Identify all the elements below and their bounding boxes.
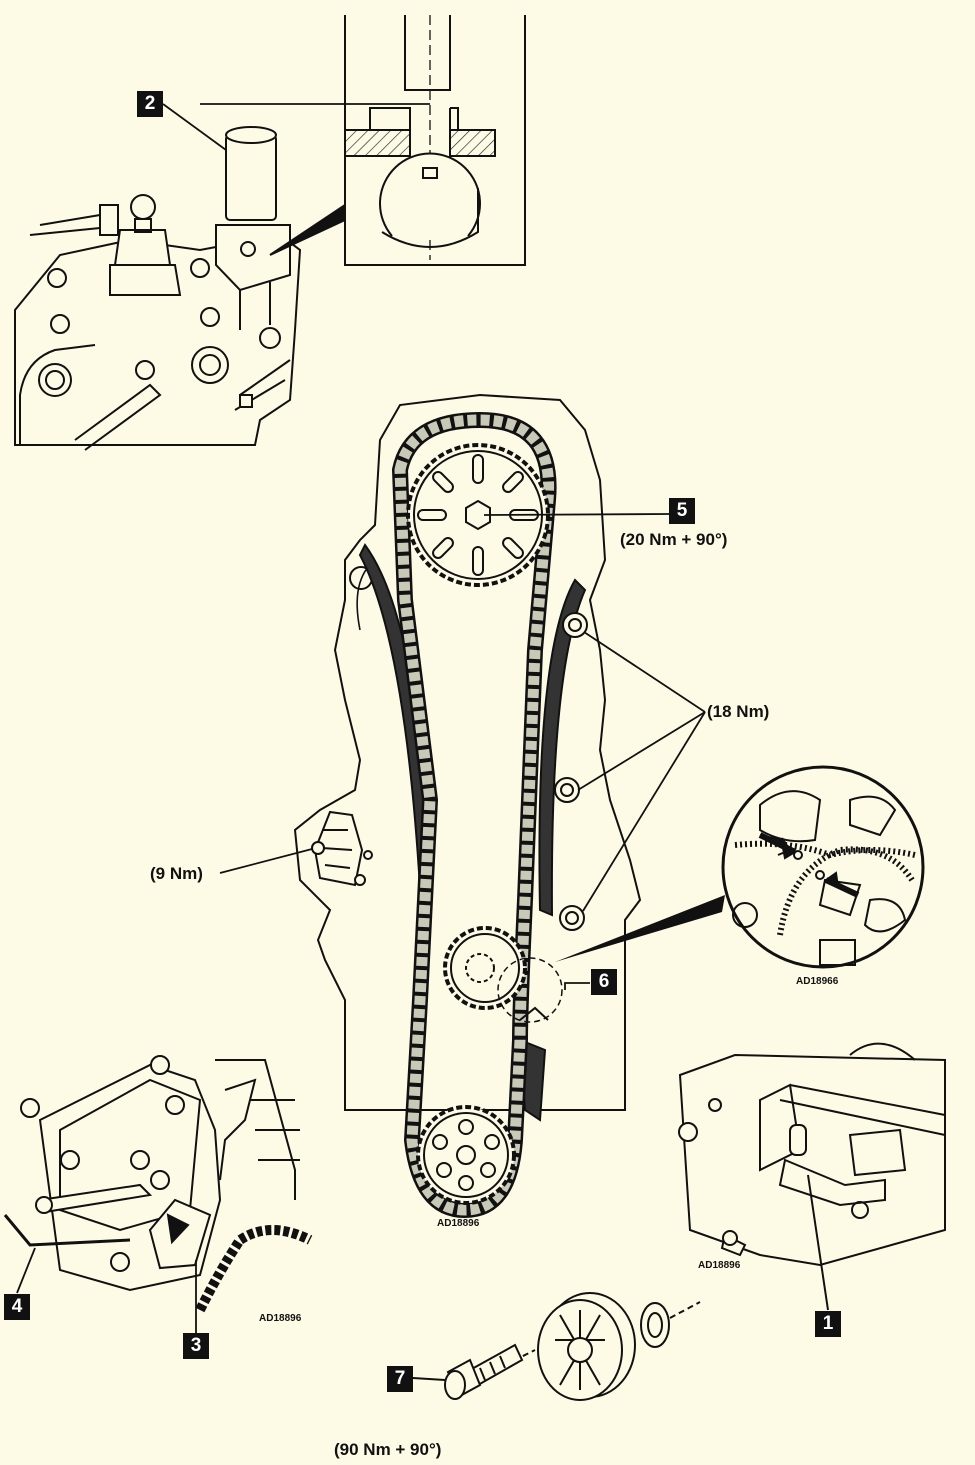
crank-pulley-assembly [412,1292,701,1401]
camshaft-lock-view [14,126,346,451]
callout-5: 5 [669,498,695,524]
tensioner-lock-view [3,1055,313,1313]
chain-tensioner [311,810,373,887]
camshaft-sprocket [406,443,550,587]
callout-6: 6 [591,969,617,995]
crank-lock-view [678,1042,946,1311]
section-inset [344,15,526,266]
detail-leader [555,895,725,962]
crankshaft-sprocket [416,1105,516,1205]
callout-7: 7 [387,1366,413,1392]
idler-sprocket [443,926,563,1023]
timing-chain [391,411,557,1219]
callout-1: 1 [815,1311,841,1337]
leader-lines [162,103,706,990]
torque-guide-bolts: (18 Nm) [707,702,770,721]
ref-code-detail: AD18966 [796,976,839,987]
timing-mark-detail [721,765,925,969]
torque-tensioner: (9 Nm) [150,864,203,883]
ref-code-left: AD18896 [259,1313,302,1324]
guide-bolts [554,612,588,931]
callout-3: 3 [183,1333,209,1359]
ref-code-main: AD18896 [437,1218,480,1229]
callout-4: 4 [4,1294,30,1320]
callout-leaders [16,1247,197,1333]
ref-code-right: AD18896 [698,1260,741,1271]
torque-cam-sprocket: (20 Nm + 90°) [620,530,728,549]
torque-pulley-bolt: (90 Nm + 90°) [334,1440,442,1459]
callout-2: 2 [137,91,163,117]
